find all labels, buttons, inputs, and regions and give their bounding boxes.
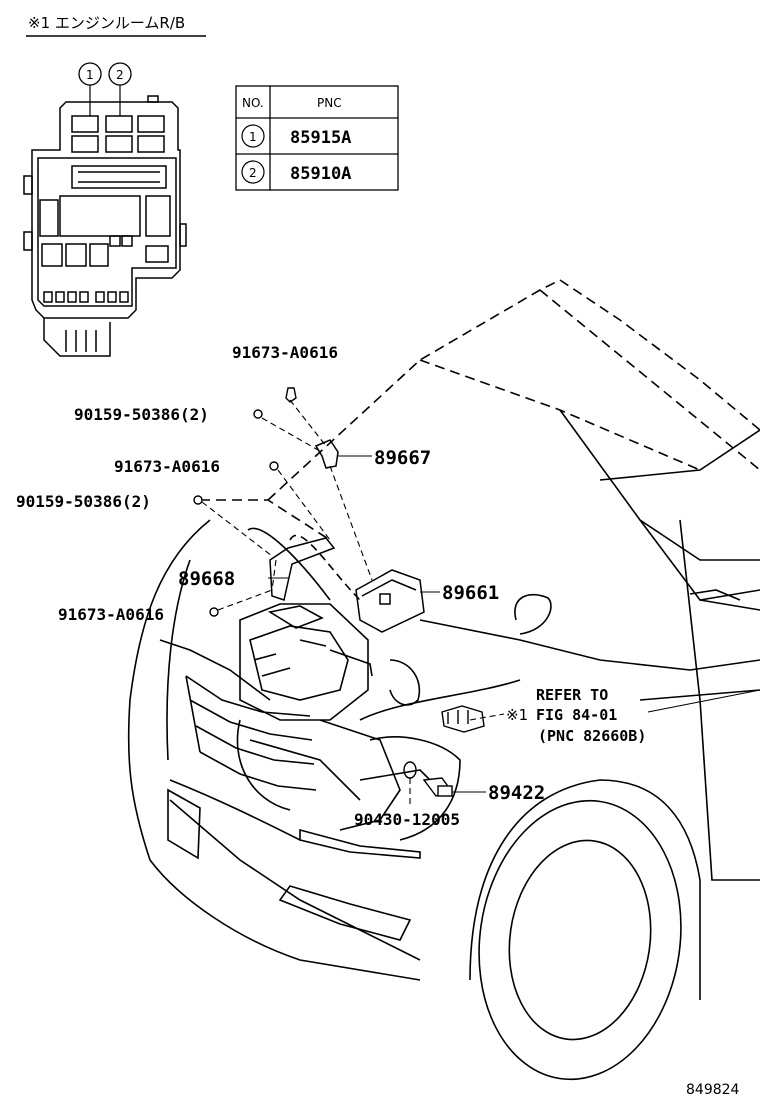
relay-box-callout-2: 2 [108,62,132,116]
ecu-89661-drawing [355,569,425,633]
label-bracket-lower: 89668 [178,568,235,590]
label-bolt-top: 91673-A0616 [232,343,338,362]
table-header-pnc: PNC [317,96,342,110]
label-bolt-middle: 91673-A0616 [114,457,220,476]
label-sensor: 89422 [488,782,545,804]
relay-box-drawing [23,95,187,357]
callout-1-text: 1 [86,68,94,82]
table-row-2-pnc: 85910A [290,164,351,184]
label-ecu: 89661 [442,582,499,604]
label-screw-upper: 90159-50386(2) [74,405,209,424]
vehicle-body-drawing [127,279,760,1081]
label-screw-lower: 90159-50386(2) [16,492,151,511]
table-row-2-no: 2 [249,166,257,180]
relay-box-small-drawing [441,705,485,733]
callout-2-text: 2 [116,68,124,82]
reference-marker: ※1 [506,706,528,724]
figure-number: 849824 [686,1082,740,1098]
reference-line-1: REFER TO [536,686,608,704]
bracket-89667-drawing [314,439,339,469]
sensor-89422-drawing [422,777,454,797]
leader-lines [201,399,505,806]
label-bracket-upper: 89667 [374,447,431,469]
solid-leaders [268,455,760,793]
gasket-drawing [403,761,417,779]
table-row-1-no: 1 [249,130,257,144]
fastener-drawings [193,387,297,617]
table-row-1-pnc: 85915A [290,128,351,148]
caption: ※1 エンジンルームR/B [28,14,185,32]
bracket-89668-drawing [269,537,336,601]
label-bolt-bottom: 91673-A0616 [58,605,164,624]
relay-box-callout-1: 1 [78,62,102,116]
reference-line-2: FIG 84-01 [536,706,617,724]
reference-line-3: (PNC 82660B) [538,727,646,745]
label-gasket: 90430-12005 [354,810,460,829]
table-header-no: NO. [242,96,264,110]
pnc-table: NO. PNC 1 85915A 2 85910A [235,85,399,191]
